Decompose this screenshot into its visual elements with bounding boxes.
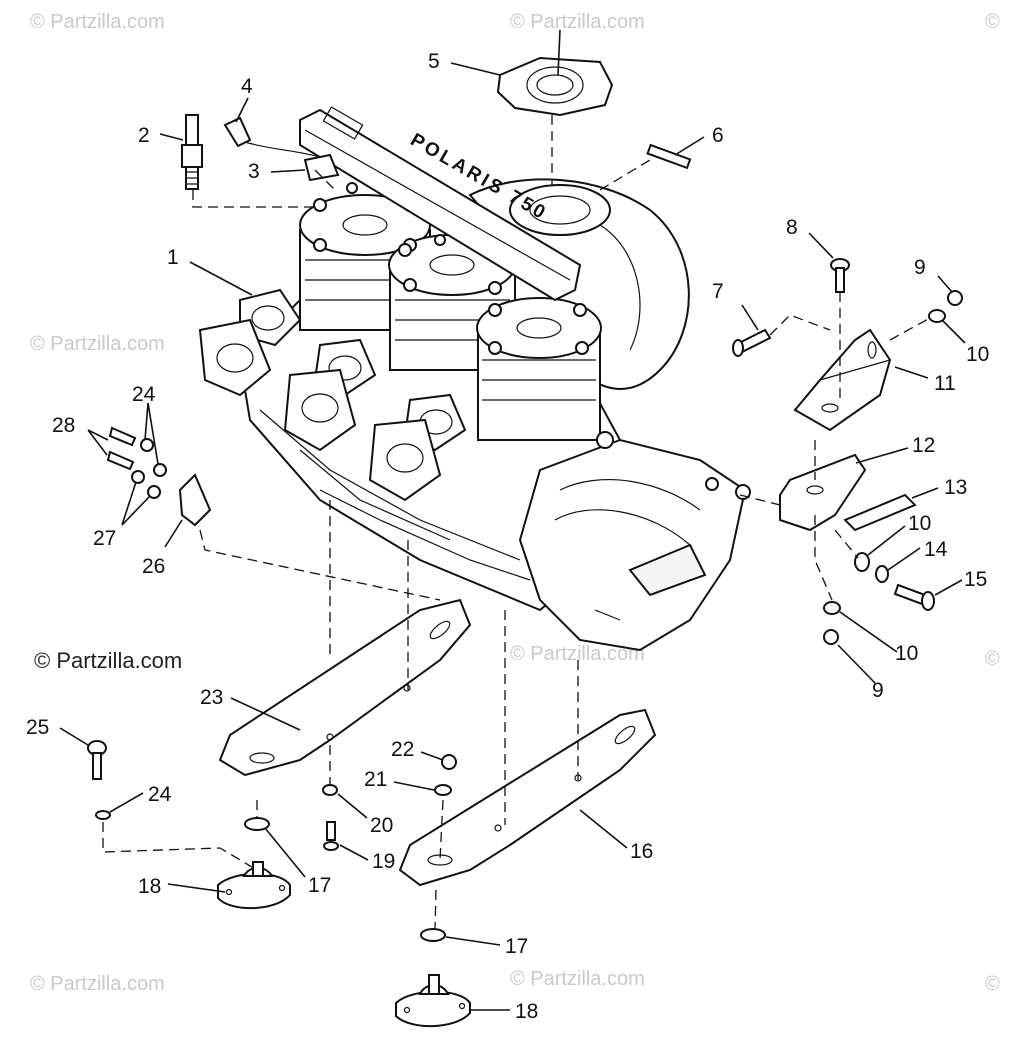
washer (434, 784, 452, 796)
callout-label: 23 (200, 686, 223, 709)
watermark: © (985, 648, 1000, 670)
callout-label: 8 (786, 216, 798, 239)
watermark: © (985, 11, 1000, 33)
lock-washer (875, 565, 889, 583)
washer (823, 601, 841, 615)
callout-label: 22 (391, 738, 414, 761)
callout-label: 20 (370, 814, 393, 837)
engine-block: POLARIS 750 (198, 106, 751, 652)
callout-label: 12 (912, 434, 935, 457)
callout-label: 24 (132, 383, 156, 406)
callout-label: 3 (248, 160, 260, 183)
callout-label: 19 (372, 850, 395, 873)
bracket-lower (779, 453, 917, 532)
spark-plug (181, 114, 203, 190)
watermark-group: © Partzilla.com © Partzilla.com © © Part… (30, 11, 1000, 995)
washer (854, 552, 870, 572)
bolt (732, 328, 772, 357)
dashed-lines (102, 115, 931, 931)
shim (646, 143, 692, 170)
callout-label: 18 (138, 875, 161, 898)
callout-label: 2 (138, 124, 150, 147)
callout-label: 4 (241, 75, 253, 98)
left-fasteners (106, 426, 167, 499)
callout-label: 26 (142, 555, 165, 578)
callout-label: 28 (52, 414, 75, 437)
callout-label: 13 (944, 476, 967, 499)
mount-washer (420, 928, 446, 942)
callout-label: 1 (167, 246, 179, 269)
left-bracket (178, 473, 212, 527)
watermark: © Partzilla.com (510, 643, 645, 665)
head-gasket (496, 56, 614, 117)
mount-plate-left (218, 598, 472, 777)
bolt (87, 740, 107, 780)
pto-housing (518, 431, 751, 652)
callout-label: 17 (505, 935, 528, 958)
watermark: © Partzilla.com (510, 11, 645, 33)
callout-label: 9 (872, 679, 884, 702)
callout-label: 27 (93, 527, 116, 550)
callout-label: 11 (934, 372, 956, 395)
watermark: © Partzilla.com (30, 973, 165, 995)
callout-label: 24 (148, 783, 172, 806)
watermark: © Partzilla.com (30, 11, 165, 33)
callout-label: 10 (908, 512, 931, 535)
washer (322, 784, 338, 796)
callout-label: 16 (630, 840, 653, 863)
washer (95, 810, 111, 820)
plug-cap (223, 116, 340, 182)
callout-label: 6 (712, 124, 724, 147)
nut (823, 629, 839, 645)
nut (947, 290, 963, 306)
water-manifold: POLARIS 750 (299, 106, 582, 302)
callout-label: 14 (924, 538, 948, 561)
callout-label: 5 (428, 50, 440, 73)
callout-label: 21 (364, 768, 387, 791)
rubber-mount (395, 974, 471, 1028)
watermark: © Partzilla.com (30, 333, 165, 355)
washer (928, 309, 946, 323)
mount-plate-right (398, 708, 657, 887)
watermark: © (985, 973, 1000, 995)
callout-label: 10 (966, 343, 989, 366)
callout-label: 9 (914, 256, 926, 279)
callouts: 1 2 3 4 5 6 7 8 9 10 11 12 13 10 14 15 1… (26, 50, 989, 1023)
rubber-mount (217, 861, 291, 910)
cylinder (476, 297, 602, 441)
bolt (893, 583, 935, 611)
head-bolts (313, 182, 589, 355)
callout-label: 18 (515, 1000, 538, 1023)
leader-lines (59, 29, 966, 1011)
callout-label: 25 (26, 716, 49, 739)
bolt (830, 258, 850, 293)
stud (323, 821, 339, 851)
watermark-main: © Partzilla.com (34, 648, 182, 673)
callout-label: 7 (712, 280, 724, 303)
bracket-upper (793, 328, 892, 432)
intake-flanges (198, 288, 467, 502)
callout-label: 10 (895, 642, 918, 665)
callout-label: 15 (964, 568, 987, 591)
watermark: © Partzilla.com (510, 968, 645, 990)
nut (441, 754, 457, 770)
callout-label: 17 (308, 874, 331, 897)
